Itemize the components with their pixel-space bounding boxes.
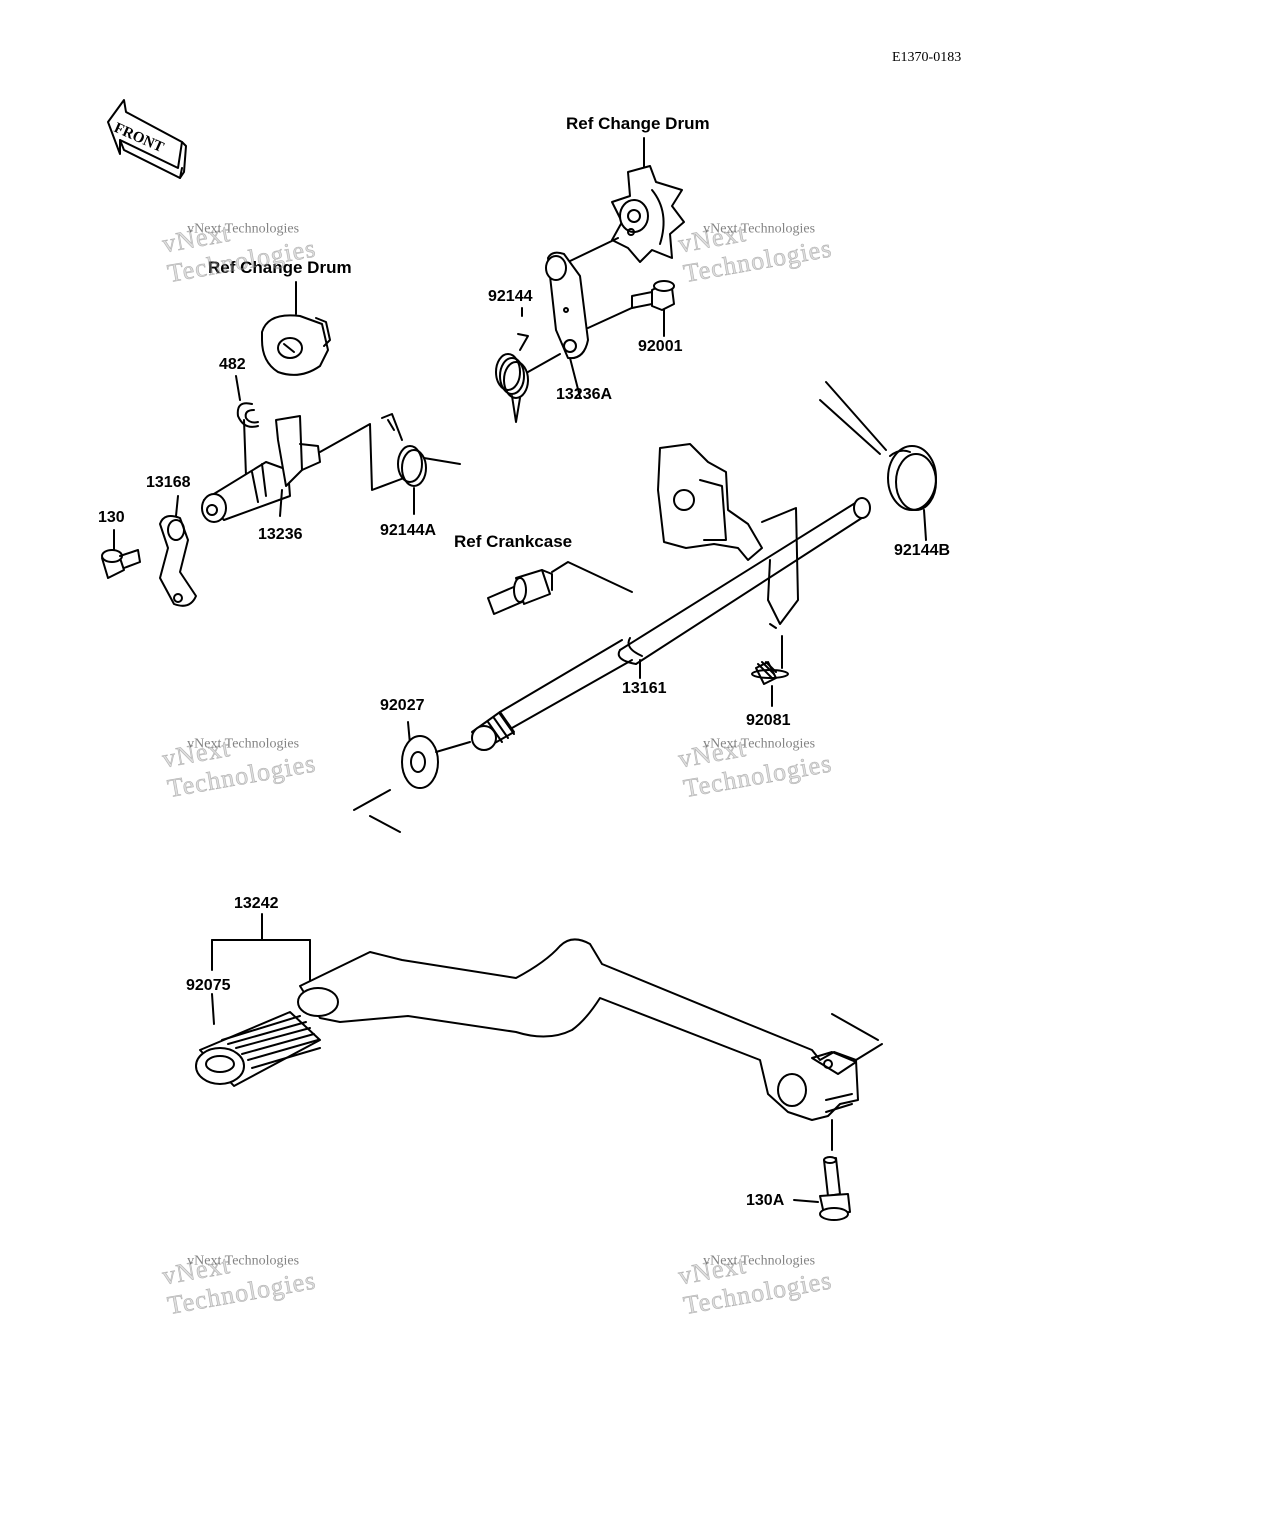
part-label-130a: 130A bbox=[746, 1192, 785, 1209]
part-label-130: 130 bbox=[98, 509, 125, 526]
part-label-92027: 92027 bbox=[380, 697, 425, 714]
shift-pedal-lever-part bbox=[297, 938, 883, 1151]
bolt-130a-part bbox=[793, 1156, 851, 1221]
part-label-92001: 92001 bbox=[638, 338, 683, 355]
front-arrow-icon bbox=[107, 99, 187, 179]
part-label-92075: 92075 bbox=[186, 977, 231, 994]
ref-crankcase: Ref Crankcase bbox=[454, 532, 573, 551]
spring-92144a-part bbox=[381, 413, 461, 515]
part-label-92081: 92081 bbox=[746, 712, 791, 729]
spring-92144-part bbox=[495, 307, 561, 423]
bracket-13242-part bbox=[211, 913, 311, 1025]
crankcase-bolt-part bbox=[487, 561, 633, 615]
shift-shaft-13236-part bbox=[201, 415, 405, 523]
washer-92027-part bbox=[353, 721, 471, 833]
circlip-482-part bbox=[235, 375, 259, 428]
spring-92081-part bbox=[751, 635, 789, 707]
pedal-rubber-92075-part bbox=[195, 1011, 321, 1087]
part-label-92144: 92144 bbox=[488, 288, 533, 305]
part-label-13168: 13168 bbox=[146, 474, 191, 491]
part-label-13236: 13236 bbox=[258, 526, 303, 543]
part-label-13161: 13161 bbox=[622, 680, 667, 697]
part-label-13242: 13242 bbox=[234, 895, 279, 912]
ref-change-drum-left: Ref Change Drum bbox=[208, 258, 352, 277]
document-code: E1370-0183 bbox=[892, 50, 962, 65]
spring-92144b-part bbox=[819, 381, 937, 541]
part-label-482: 482 bbox=[219, 356, 246, 373]
part-label-13236a: 13236A bbox=[556, 386, 613, 403]
link-plate-13236a-part bbox=[545, 237, 637, 398]
shift-shaft-13161-part bbox=[471, 443, 871, 751]
ref-change-drum-top: Ref Change Drum bbox=[566, 114, 710, 133]
plate-13168-part bbox=[159, 495, 197, 607]
part-label-92144a: 92144A bbox=[380, 522, 437, 539]
bolt-92001-part bbox=[631, 280, 675, 337]
change-drum-star-part bbox=[611, 137, 685, 263]
part-label-92144b: 92144B bbox=[894, 542, 951, 559]
bolt-130-part bbox=[101, 529, 141, 579]
change-drum-cam-part bbox=[261, 281, 331, 376]
